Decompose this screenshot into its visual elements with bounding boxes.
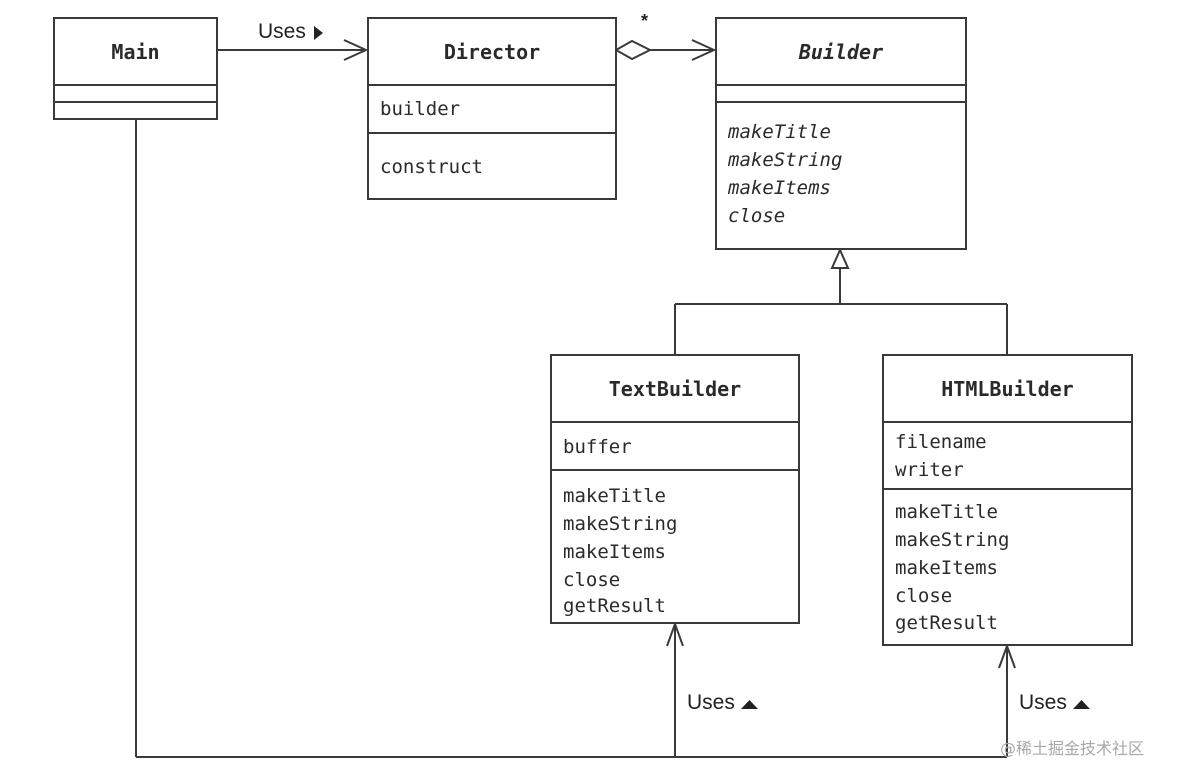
- generalization-triangle: [830, 247, 850, 269]
- htmlbuilder-uses-arrowhead: [998, 643, 1016, 669]
- htmlbuilder-method-makeitems: makeItems: [895, 557, 998, 579]
- htmlbuilder-method-makestring: makeString: [895, 529, 1010, 551]
- class-builder-name: Builder: [798, 40, 884, 64]
- class-textbuilder-divider-1: [552, 421, 798, 423]
- textbuilder-uses-arrowhead: [666, 621, 684, 647]
- director-builder-arrowhead: [691, 39, 717, 61]
- class-director-name: Director: [443, 40, 541, 64]
- class-director: Director builder construct: [367, 17, 617, 200]
- textbuilder-uses-label: Uses: [687, 691, 735, 714]
- class-textbuilder-divider-2: [552, 469, 798, 471]
- aggregation-diamond: [613, 39, 653, 61]
- htmlbuilder-uses-label: Uses: [1019, 691, 1067, 714]
- aggregation-multiplicity: *: [641, 11, 649, 31]
- main-director-uses-label: Uses: [258, 20, 306, 43]
- class-builder-divider-1: [717, 84, 965, 86]
- class-htmlbuilder-name: HTMLBuilder: [941, 377, 1074, 401]
- class-htmlbuilder: HTMLBuilder filename writer makeTitle ma…: [882, 354, 1133, 646]
- watermark: @稀土掘金技术社区: [1000, 739, 1145, 758]
- director-field-builder: builder: [380, 98, 461, 120]
- main-uses-direction-icon: [314, 26, 323, 40]
- class-main-divider-2: [55, 101, 216, 103]
- class-main-divider-1: [55, 84, 216, 86]
- textbuilder-method-getresult: getResult: [563, 595, 666, 617]
- class-main: Main: [53, 17, 218, 120]
- class-htmlbuilder-divider-1: [884, 421, 1131, 423]
- director-method-construct: construct: [380, 156, 483, 178]
- builder-method-makeitems: makeItems: [728, 177, 831, 199]
- class-director-divider-2: [369, 132, 615, 134]
- builder-method-maketitle: makeTitle: [728, 121, 831, 143]
- htmlbuilder-uses-direction-icon: [1073, 700, 1090, 709]
- class-main-name: Main: [111, 40, 160, 64]
- htmlbuilder-field-filename: filename: [895, 431, 987, 453]
- main-director-arrowhead: [343, 39, 369, 61]
- textbuilder-field-buffer: buffer: [563, 436, 632, 458]
- class-textbuilder-name: TextBuilder: [608, 377, 742, 401]
- htmlbuilder-method-getresult: getResult: [895, 612, 998, 634]
- class-director-divider-1: [369, 84, 615, 86]
- class-textbuilder: TextBuilder buffer makeTitle makeString …: [550, 354, 800, 624]
- class-builder-divider-2: [717, 101, 965, 103]
- htmlbuilder-method-maketitle: makeTitle: [895, 501, 998, 523]
- builder-method-close: close: [728, 205, 786, 227]
- textbuilder-method-makeitems: makeItems: [563, 541, 666, 563]
- class-builder: Builder makeTitle makeString makeItems c…: [715, 17, 967, 250]
- class-htmlbuilder-divider-2: [884, 488, 1131, 490]
- textbuilder-method-makestring: makeString: [563, 513, 678, 535]
- htmlbuilder-field-writer: writer: [895, 459, 964, 481]
- builder-method-makestring: makeString: [728, 149, 843, 171]
- textbuilder-method-maketitle: makeTitle: [563, 485, 666, 507]
- textbuilder-uses-direction-icon: [741, 700, 758, 709]
- textbuilder-method-close: close: [563, 569, 621, 591]
- htmlbuilder-method-close: close: [895, 585, 953, 607]
